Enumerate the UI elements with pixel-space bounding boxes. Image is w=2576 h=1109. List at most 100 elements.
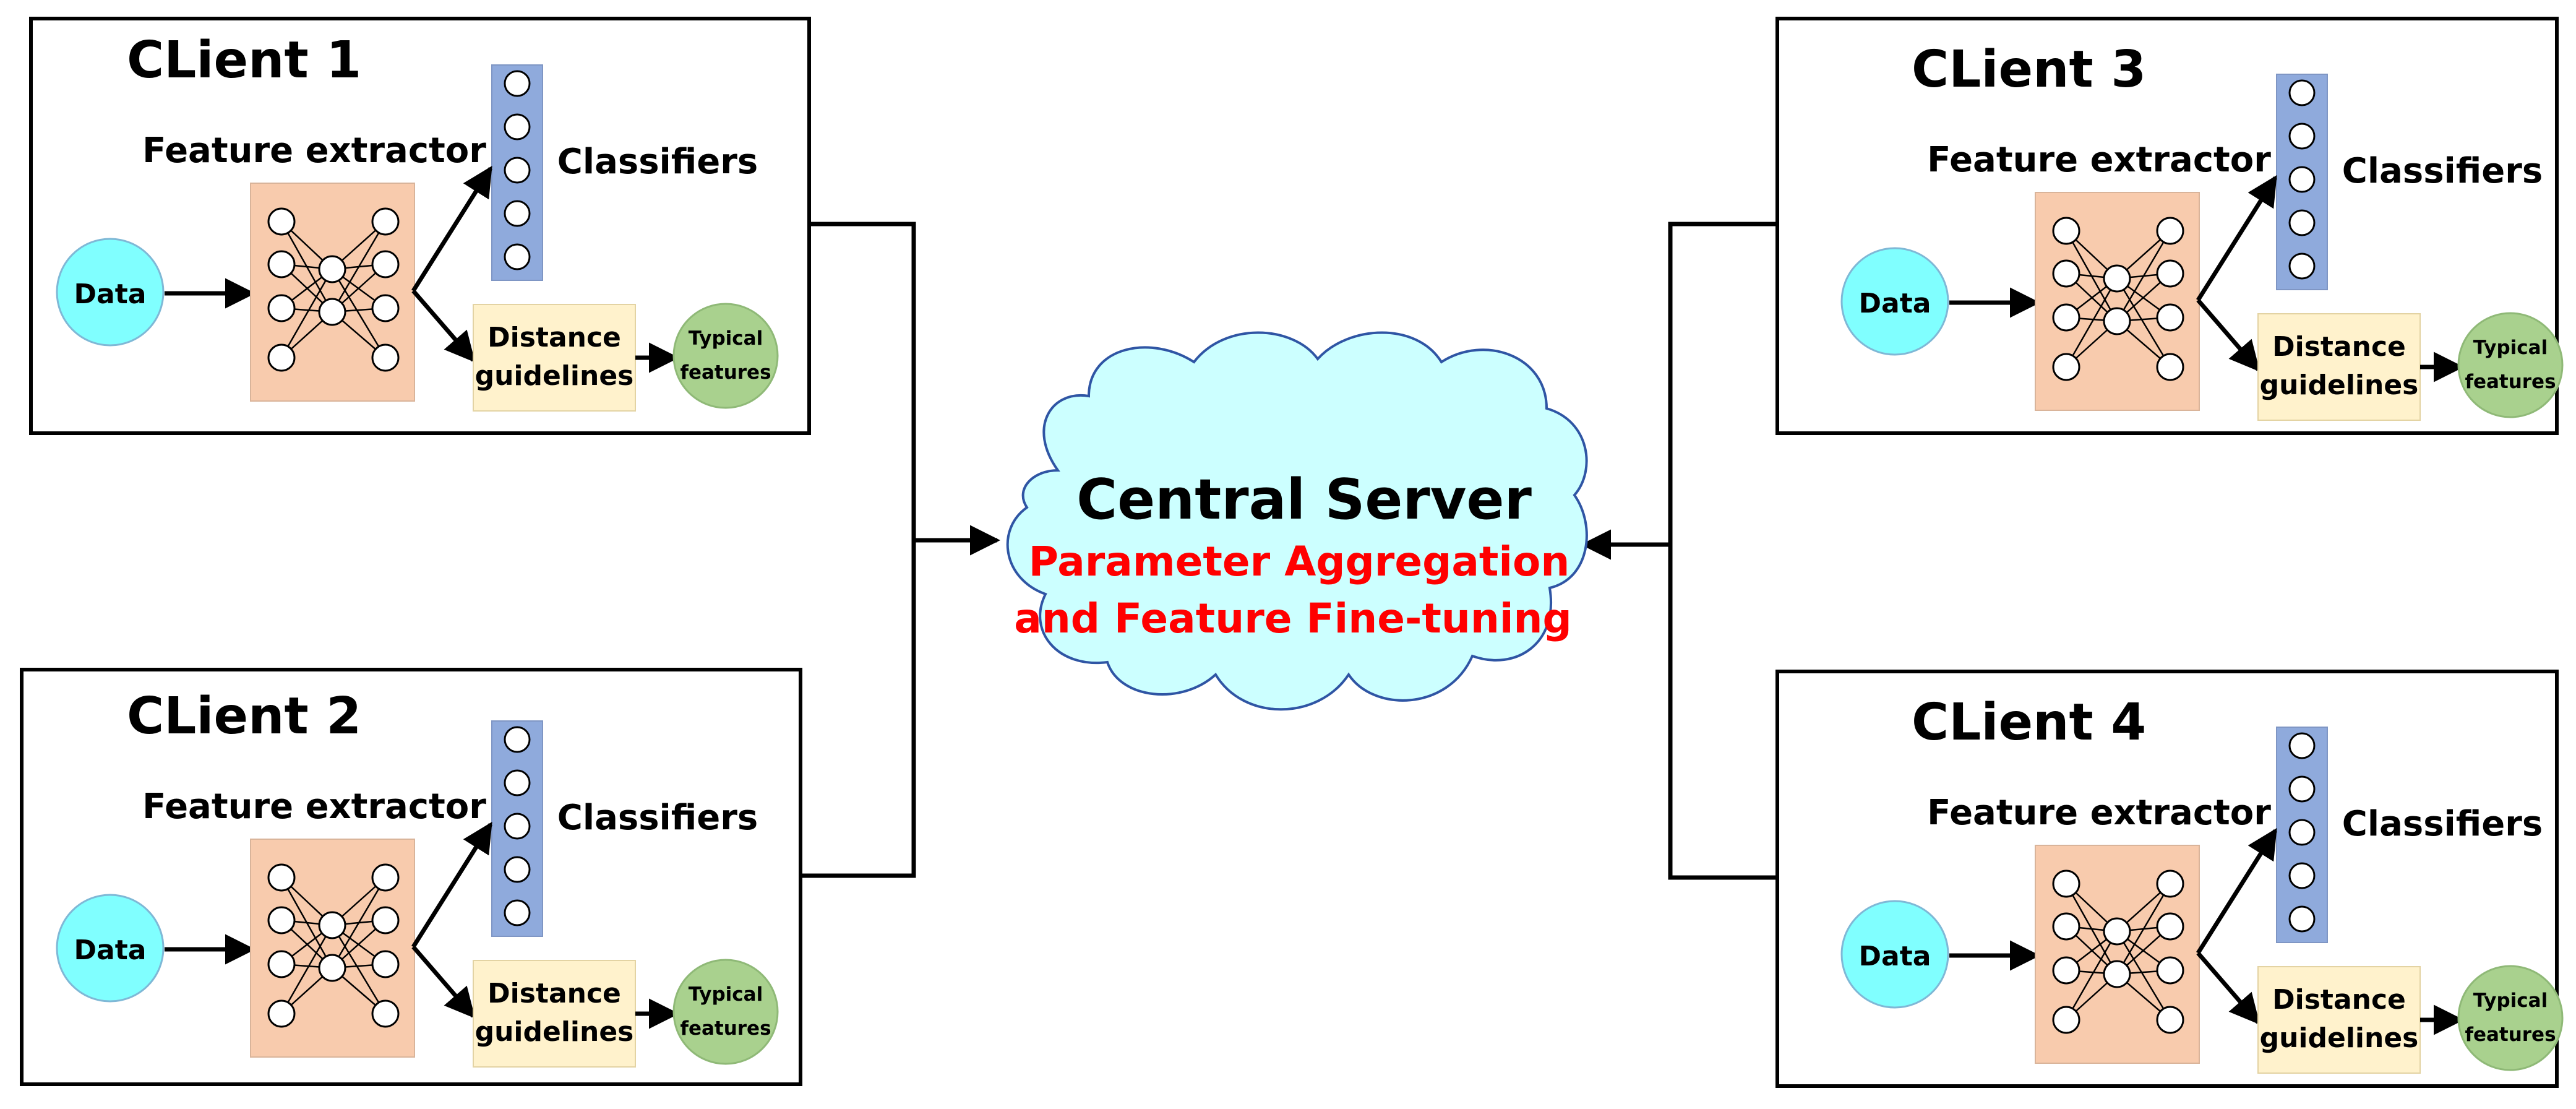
network-neuron — [2156, 217, 2184, 245]
distance-label-line-1: Distance — [2272, 984, 2406, 1016]
network-edge — [2116, 883, 2171, 975]
typical-features-node — [672, 959, 779, 1065]
classifier-neuron — [2288, 862, 2316, 889]
network-edge — [2116, 230, 2171, 322]
network-neuron — [2052, 1006, 2080, 1034]
classifier-neuron — [2288, 732, 2316, 759]
classifier-neuron — [2288, 819, 2316, 846]
classifier-neuron — [504, 113, 531, 140]
network-neuron — [371, 950, 400, 978]
typical-label-line-1: Typical — [2473, 990, 2548, 1012]
network-edge — [2065, 931, 2118, 1021]
client-title: CLient 1 — [127, 31, 361, 90]
neural-network — [2052, 217, 2184, 381]
classifiers-label: Classifiers — [2342, 804, 2543, 844]
network-neuron — [318, 954, 346, 982]
network-neuron — [2052, 912, 2080, 941]
network-neuron — [2052, 217, 2080, 245]
typical-label-line-2: features — [2465, 1024, 2556, 1046]
feature-extractor-label: Feature extractor — [142, 787, 486, 827]
arrow-extractor-to-distance — [2196, 298, 2260, 372]
data-node-label: Data — [74, 278, 147, 310]
network-neuron — [2156, 259, 2184, 288]
connector-client-2 — [801, 540, 916, 878]
feature-extractor-label: Feature extractor — [1927, 140, 2271, 180]
network-neuron — [2156, 870, 2184, 898]
classifier-neuron — [504, 157, 531, 184]
typical-label-line-1: Typical — [689, 327, 763, 350]
distance-label-line-2: guidelines — [2260, 369, 2419, 401]
network-edge — [331, 269, 387, 358]
classifier-neuron — [2288, 166, 2316, 193]
classifier-neuron — [504, 899, 531, 926]
typical-features-node — [2457, 965, 2564, 1071]
classifier-neuron — [2288, 79, 2316, 106]
network-neuron — [371, 207, 400, 236]
distance-guidelines-box — [2257, 966, 2421, 1074]
data-node — [1840, 900, 1949, 1009]
server-subtitle-line-1: Parameter Aggregation — [1029, 538, 1570, 585]
network-neuron — [2052, 353, 2080, 381]
network-neuron — [371, 250, 400, 278]
network-neuron — [371, 343, 400, 372]
network-neuron — [2103, 264, 2131, 293]
typical-label-line-2: features — [680, 361, 771, 384]
arrow-extractor-to-classifiers — [411, 821, 492, 948]
classifier-neuron — [504, 813, 531, 840]
network-neuron — [267, 950, 296, 978]
network-neuron — [2052, 303, 2080, 332]
classifier-neuron — [504, 243, 531, 270]
arrow-extractor-to-distance — [411, 945, 476, 1019]
neural-network — [2052, 870, 2184, 1034]
network-edge — [331, 221, 387, 313]
typical-label-line-2: features — [2465, 371, 2556, 393]
right-connectors — [1581, 222, 1777, 880]
connector-client-3 — [1668, 222, 1777, 545]
network-neuron — [371, 294, 400, 322]
classifier-neuron — [2288, 905, 2316, 933]
classifier-neuron — [504, 769, 531, 796]
classifiers-label: Classifiers — [557, 798, 758, 838]
data-node — [56, 238, 165, 347]
distance-guidelines-box — [473, 304, 636, 412]
left-connectors — [801, 222, 1000, 878]
network-neuron — [2103, 960, 2131, 988]
cloud-shape — [1006, 331, 1588, 711]
network-edge — [2116, 931, 2171, 1021]
network-edge — [331, 925, 387, 1014]
network-neuron — [267, 207, 296, 236]
distance-label-line-1: Distance — [487, 322, 621, 353]
network-neuron — [2103, 917, 2131, 946]
network-neuron — [2103, 307, 2131, 335]
network-neuron — [267, 294, 296, 322]
network-edge — [2065, 278, 2118, 368]
data-node — [1840, 247, 1949, 356]
classifier-neuron — [2288, 209, 2316, 236]
network-neuron — [2052, 259, 2080, 288]
network-neuron — [2052, 956, 2080, 985]
network-neuron — [2156, 353, 2184, 381]
network-neuron — [371, 906, 400, 934]
network-neuron — [318, 911, 346, 939]
classifier-neuron — [2288, 123, 2316, 150]
network-edge — [331, 877, 387, 969]
typical-label-line-1: Typical — [689, 983, 763, 1006]
network-edge — [280, 925, 333, 1014]
network-neuron — [2156, 912, 2184, 941]
feature-extractor-label: Feature extractor — [1927, 793, 2271, 833]
classifier-neuron — [504, 856, 531, 883]
distance-label-line-1: Distance — [2272, 331, 2406, 363]
connector-client-1 — [809, 222, 916, 540]
network-neuron — [267, 999, 296, 1028]
network-neuron — [2156, 1006, 2184, 1034]
distance-label-line-2: guidelines — [2260, 1022, 2419, 1054]
client-title: CLient 2 — [127, 687, 361, 746]
distance-label-line-1: Distance — [487, 978, 621, 1009]
network-neuron — [318, 298, 346, 326]
